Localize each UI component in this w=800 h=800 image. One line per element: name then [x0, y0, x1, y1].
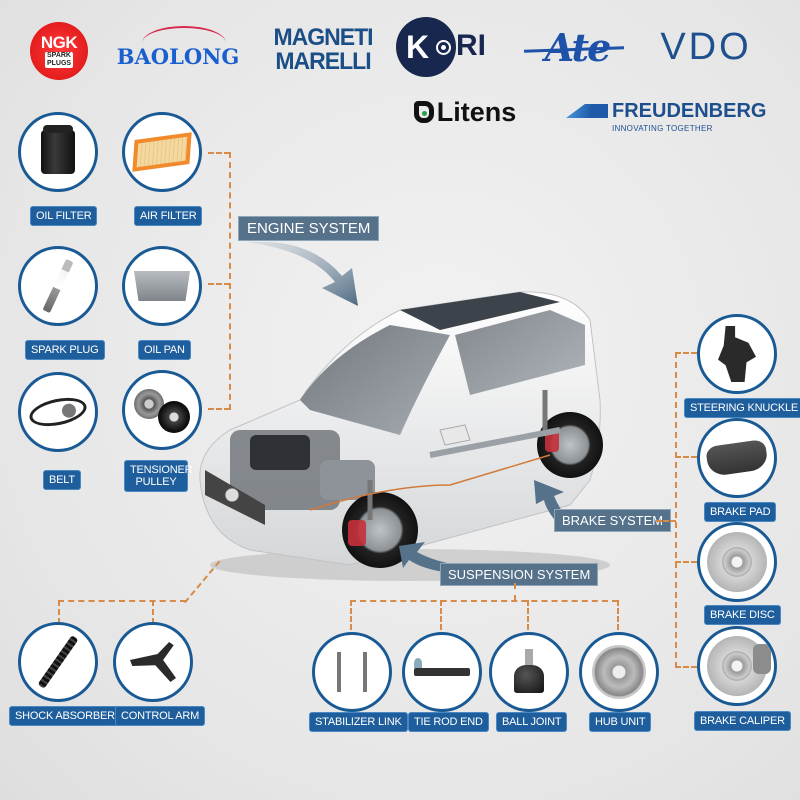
- kori-dot: [438, 42, 449, 53]
- connector-brake-system: [656, 520, 676, 522]
- connector-chassis-horizontal: [58, 600, 186, 602]
- tensioner-pulley-icon: [132, 385, 192, 435]
- freudenberg-logo-text: FREUDENBERG: [612, 99, 767, 122]
- suspension-system-callout: SUSPENSION SYSTEM: [440, 563, 599, 586]
- connector-shock-absorber: [58, 600, 60, 624]
- connector-control-arm: [152, 600, 154, 624]
- tie-rod-end-part[interactable]: [402, 632, 482, 712]
- air-filter-icon: [132, 132, 192, 172]
- tensioner-pulley-label: TENSIONER PULLEY: [124, 460, 193, 492]
- tensioner-pulley-part[interactable]: [122, 370, 202, 450]
- oil-filter-part[interactable]: [18, 112, 98, 192]
- oil-filter-icon: [41, 125, 75, 174]
- brake-disc-part[interactable]: [697, 522, 777, 602]
- kori-ri: RI: [456, 29, 486, 62]
- marelli-line1: MAGNETI: [273, 22, 373, 51]
- connector-stabilizer-link: [350, 600, 352, 630]
- freudenberg-wave-icon: [566, 104, 608, 118]
- oil-pan-icon: [134, 271, 190, 301]
- brake-system-callout: BRAKE SYSTEM: [554, 509, 672, 532]
- ball-joint-part[interactable]: [489, 632, 569, 712]
- brake-caliper-icon: [707, 636, 771, 696]
- brake-caliper-part[interactable]: [697, 626, 777, 706]
- tie-rod-end-label: TIE ROD END: [408, 712, 489, 732]
- belt-label: BELT: [43, 470, 81, 490]
- control-arm-part[interactable]: [113, 622, 193, 702]
- magneti-marelli-logo: MAGNETI MARELLI: [270, 21, 376, 78]
- litens-mark-icon: [413, 101, 434, 123]
- hub-unit-label: HUB UNIT: [589, 712, 652, 732]
- connector-air-filter: [208, 152, 230, 154]
- baolong-logo: BAOLONG: [112, 26, 244, 70]
- oil-filter-label: OIL FILTER: [30, 206, 98, 226]
- connector-suspension-horizontal: [350, 600, 618, 602]
- freudenberg-tagline: INNOVATING TOGETHER: [612, 123, 713, 133]
- control-arm-label: CONTROL ARM: [115, 706, 206, 726]
- spark-plug-icon: [42, 258, 74, 314]
- steering-knuckle-icon: [718, 326, 756, 382]
- litens-logo-text: Litens: [436, 96, 517, 127]
- shock-absorber-label: SHOCK ABSORBER: [9, 706, 121, 726]
- connector-engine-vertical: [229, 152, 231, 410]
- brake-caliper-label: BRAKE CALIPER: [694, 711, 791, 731]
- car-cutaway-image: [199, 291, 610, 581]
- baolong-logo-text: BAOLONG: [116, 43, 240, 69]
- steering-knuckle-part[interactable]: [697, 314, 777, 394]
- connector-brake-pad: [675, 456, 697, 458]
- brake-disc-label: BRAKE DISC: [704, 605, 781, 625]
- connector-brake-caliper: [675, 666, 697, 668]
- brake-pad-label: BRAKE PAD: [704, 502, 777, 522]
- brake-pad-icon: [705, 438, 769, 478]
- baolong-arc: [142, 26, 226, 60]
- ball-joint-label: BALL JOINT: [496, 712, 568, 732]
- connector-suspension-system: [514, 583, 516, 601]
- control-arm-icon: [130, 642, 176, 682]
- stabilizer-link-icon: [329, 650, 375, 694]
- freudenberg-logo: FREUDENBERG INNOVATING TOGETHER: [566, 96, 766, 136]
- tie-rod-end-icon: [414, 658, 470, 676]
- vdo-logo: VDO: [660, 25, 752, 68]
- ngk-logo-text: NGK: [40, 32, 78, 52]
- connector-brake-vertical: [675, 352, 677, 668]
- connector-ball-joint: [527, 600, 529, 630]
- steering-knuckle-label: STEERING KNUCKLE: [684, 398, 800, 418]
- connector-brake-disc: [675, 561, 697, 563]
- engine-arrow-icon: [245, 242, 358, 306]
- shock-absorber-icon: [37, 635, 79, 689]
- ate-logo: Ate: [523, 22, 630, 72]
- engine-system-callout: ENGINE SYSTEM: [238, 216, 380, 241]
- kori-k: K: [406, 29, 430, 65]
- connector-tensioner: [208, 408, 230, 410]
- brake-pad-part[interactable]: [697, 418, 777, 498]
- kori-logo: K RI: [396, 17, 502, 77]
- connector-tie-rod-end: [440, 600, 442, 630]
- stabilizer-link-part[interactable]: [312, 632, 392, 712]
- oil-pan-part[interactable]: [122, 246, 202, 326]
- marelli-line2: MARELLI: [275, 46, 371, 75]
- hub-unit-icon: [592, 645, 646, 699]
- spark-plug-label: SPARK PLUG: [25, 340, 105, 360]
- hub-unit-part[interactable]: [579, 632, 659, 712]
- spark-plug-part[interactable]: [18, 246, 98, 326]
- oil-pan-label: OIL PAN: [138, 340, 191, 360]
- connector-oil-pan: [208, 283, 230, 285]
- belt-part[interactable]: [18, 372, 98, 452]
- air-filter-part[interactable]: [122, 112, 202, 192]
- belt-icon: [26, 393, 90, 431]
- connector-hub-unit: [617, 600, 619, 630]
- air-filter-label: AIR FILTER: [134, 206, 203, 226]
- connector-steering-knuckle: [675, 352, 697, 354]
- brake-disc-icon: [707, 532, 767, 592]
- litens-logo: Litens: [400, 96, 530, 128]
- ball-joint-icon: [514, 649, 544, 693]
- stabilizer-link-label: STABILIZER LINK: [309, 712, 408, 732]
- shock-absorber-part[interactable]: [18, 622, 98, 702]
